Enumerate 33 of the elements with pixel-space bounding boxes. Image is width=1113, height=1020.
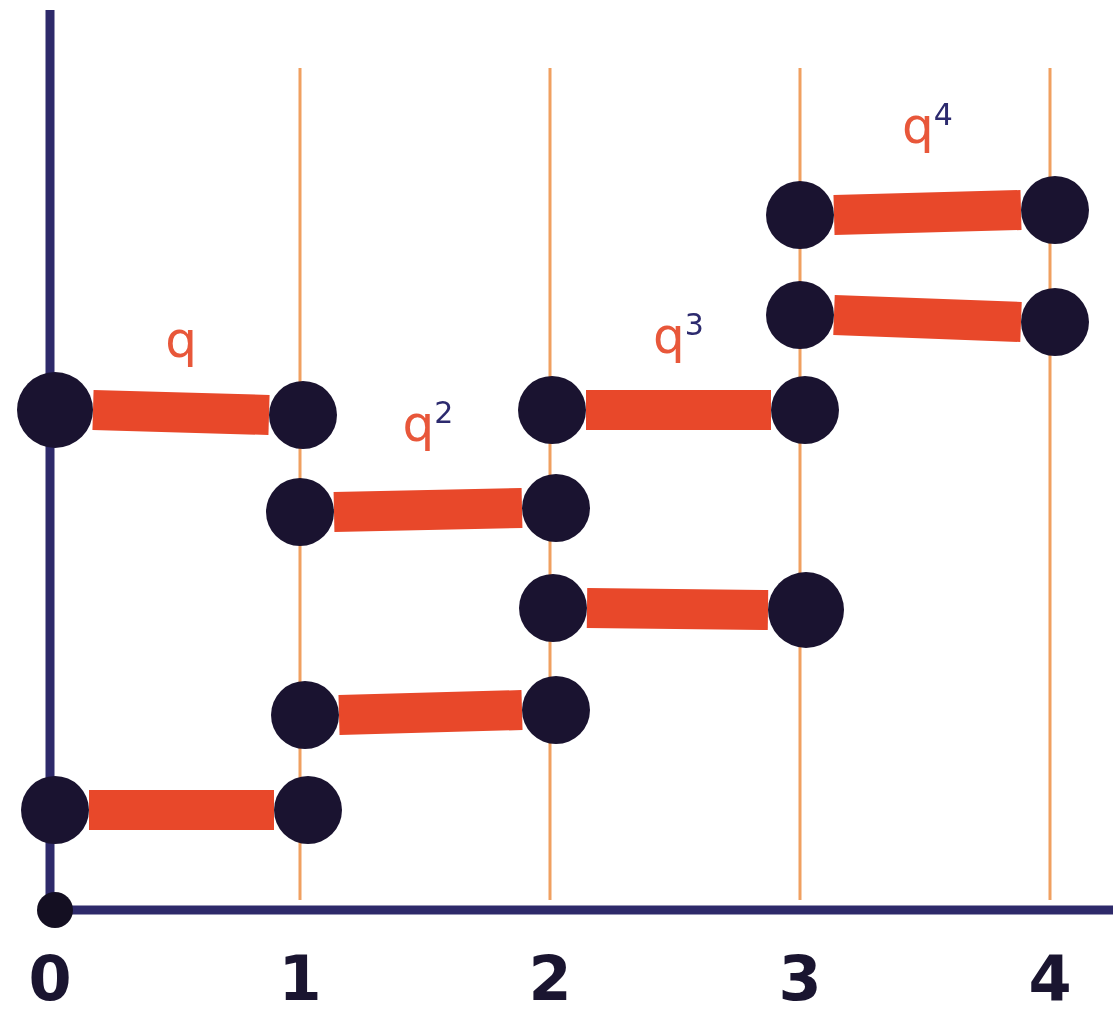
edge-label: q xyxy=(165,315,197,365)
bar-connector xyxy=(586,390,771,430)
edge-label: q$^{3}$ xyxy=(653,310,704,361)
bar-connector xyxy=(338,690,523,735)
dot xyxy=(269,381,337,449)
edge-label: q$^{2}$ xyxy=(402,398,454,449)
dot xyxy=(1021,176,1089,244)
dot xyxy=(21,776,89,844)
dot xyxy=(768,572,844,648)
bar-connector xyxy=(833,190,1022,235)
edge-label: q$^{4}$ xyxy=(902,100,953,151)
dot xyxy=(518,376,586,444)
bar-connector xyxy=(586,588,769,630)
axis-tick-label: 2 xyxy=(528,948,572,1010)
dot xyxy=(522,474,590,542)
axis-tick-label: 0 xyxy=(28,948,72,1010)
dot xyxy=(1021,288,1089,356)
dot xyxy=(771,376,839,444)
bar-connector xyxy=(833,295,1022,342)
dot xyxy=(766,281,834,349)
dot xyxy=(522,676,590,744)
dot xyxy=(17,372,93,448)
axis-tick-label: 4 xyxy=(1028,948,1072,1010)
axis-tick-label: 3 xyxy=(778,948,822,1010)
dot xyxy=(274,776,342,844)
bar-connector xyxy=(333,488,523,532)
dot xyxy=(266,478,334,546)
dot xyxy=(766,181,834,249)
bar-connector xyxy=(89,790,274,830)
bar-connector xyxy=(92,390,270,435)
dot xyxy=(271,681,339,749)
axis-tick-label: 1 xyxy=(278,948,322,1010)
dot xyxy=(519,574,587,642)
